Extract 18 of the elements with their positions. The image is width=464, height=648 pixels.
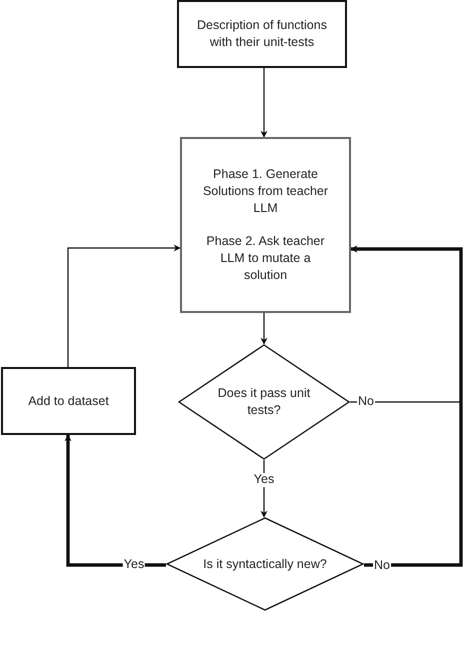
edge-label: Yes xyxy=(252,473,276,487)
decision-diamond xyxy=(178,344,350,460)
node-text: Does it pass unit tests? xyxy=(216,385,312,419)
decision-diamond xyxy=(166,517,364,611)
arrow xyxy=(260,313,268,345)
process-box xyxy=(177,0,347,68)
arrow xyxy=(64,434,166,567)
node-text: Add to dataset xyxy=(27,392,110,410)
arrow xyxy=(260,68,268,138)
process-box xyxy=(180,137,351,313)
process-box xyxy=(1,367,136,435)
node-text: Phase 2. Ask teacher LLM to mutate a solution xyxy=(205,233,326,284)
node-text: Phase 1. Generate Solutions from teacher LLM xyxy=(202,166,330,217)
node-text: Is it syntactically new? xyxy=(202,556,328,572)
arrow xyxy=(260,460,268,518)
node-text: Description of functions with their unit-tests xyxy=(196,17,328,51)
arrow xyxy=(350,246,463,567)
arrow xyxy=(67,244,181,367)
